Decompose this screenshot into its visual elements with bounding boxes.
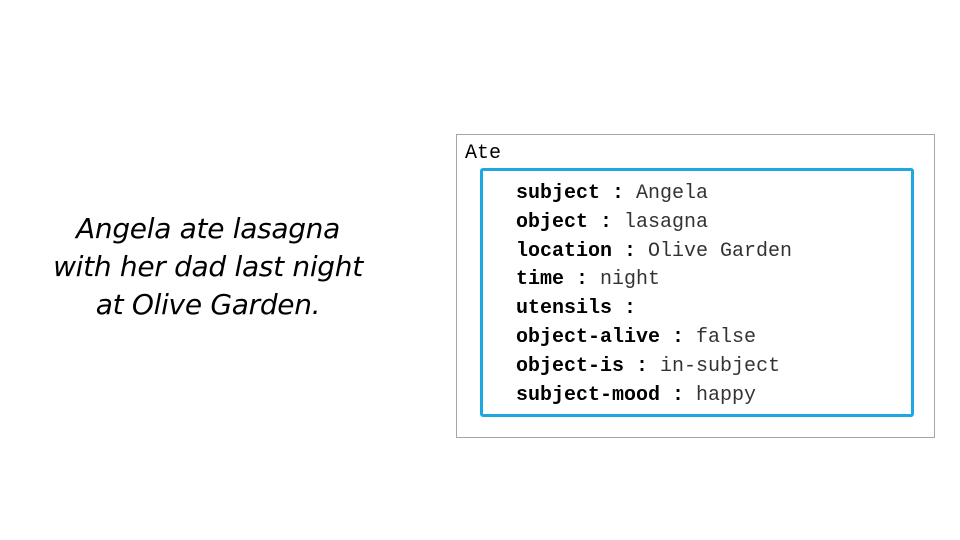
- slot-separator: :: [660, 325, 697, 349]
- slot-value: Angela: [636, 182, 709, 205]
- slot-object-alive: object-alive : false: [516, 324, 792, 353]
- slot-value: false: [696, 325, 757, 349]
- slot-value: lasagna: [624, 210, 709, 234]
- slot-object: object : lasagna: [516, 209, 792, 238]
- slot-separator: :: [564, 268, 601, 292]
- slot-subject: subject : Angela: [516, 180, 792, 209]
- slot-separator: :: [624, 354, 661, 378]
- slot-key: utensils: [516, 297, 613, 321]
- slot-location: location : Olive Garden: [516, 238, 792, 267]
- slot-key: object-is: [516, 354, 625, 378]
- slot-key: location: [516, 239, 613, 263]
- slot-separator: :: [600, 182, 637, 205]
- slot-box: subject : Angela object : lasagna locati…: [480, 168, 914, 417]
- slot-utensils: utensils :: [516, 295, 792, 324]
- slot-separator: :: [612, 239, 649, 263]
- slot-value: in-subject: [660, 354, 781, 378]
- slot-key: object: [516, 210, 589, 234]
- frame-title: Ate: [465, 142, 502, 165]
- slot-key: subject: [516, 182, 601, 205]
- slot-separator: :: [660, 383, 697, 407]
- slot-key: subject-mood: [516, 383, 661, 407]
- slot-key: object-alive: [516, 325, 661, 349]
- slot-value: happy: [696, 383, 757, 407]
- slot-time: time : night: [516, 266, 792, 295]
- slot-value: night: [600, 268, 661, 292]
- slot-key: time: [516, 268, 565, 292]
- slot-list: subject : Angela object : lasagna locati…: [516, 180, 792, 410]
- slot-value: Olive Garden: [648, 239, 793, 263]
- slot-object-is: object-is : in-subject: [516, 353, 792, 382]
- handwritten-sentence: Angela ate lasagna with her dad last nig…: [53, 212, 363, 321]
- frame-box: Ate subject : Angela object : lasagna lo…: [456, 134, 935, 438]
- slot-subject-mood: subject-mood : happy: [516, 382, 792, 411]
- slot-separator: :: [612, 297, 649, 321]
- slot-separator: :: [588, 210, 625, 234]
